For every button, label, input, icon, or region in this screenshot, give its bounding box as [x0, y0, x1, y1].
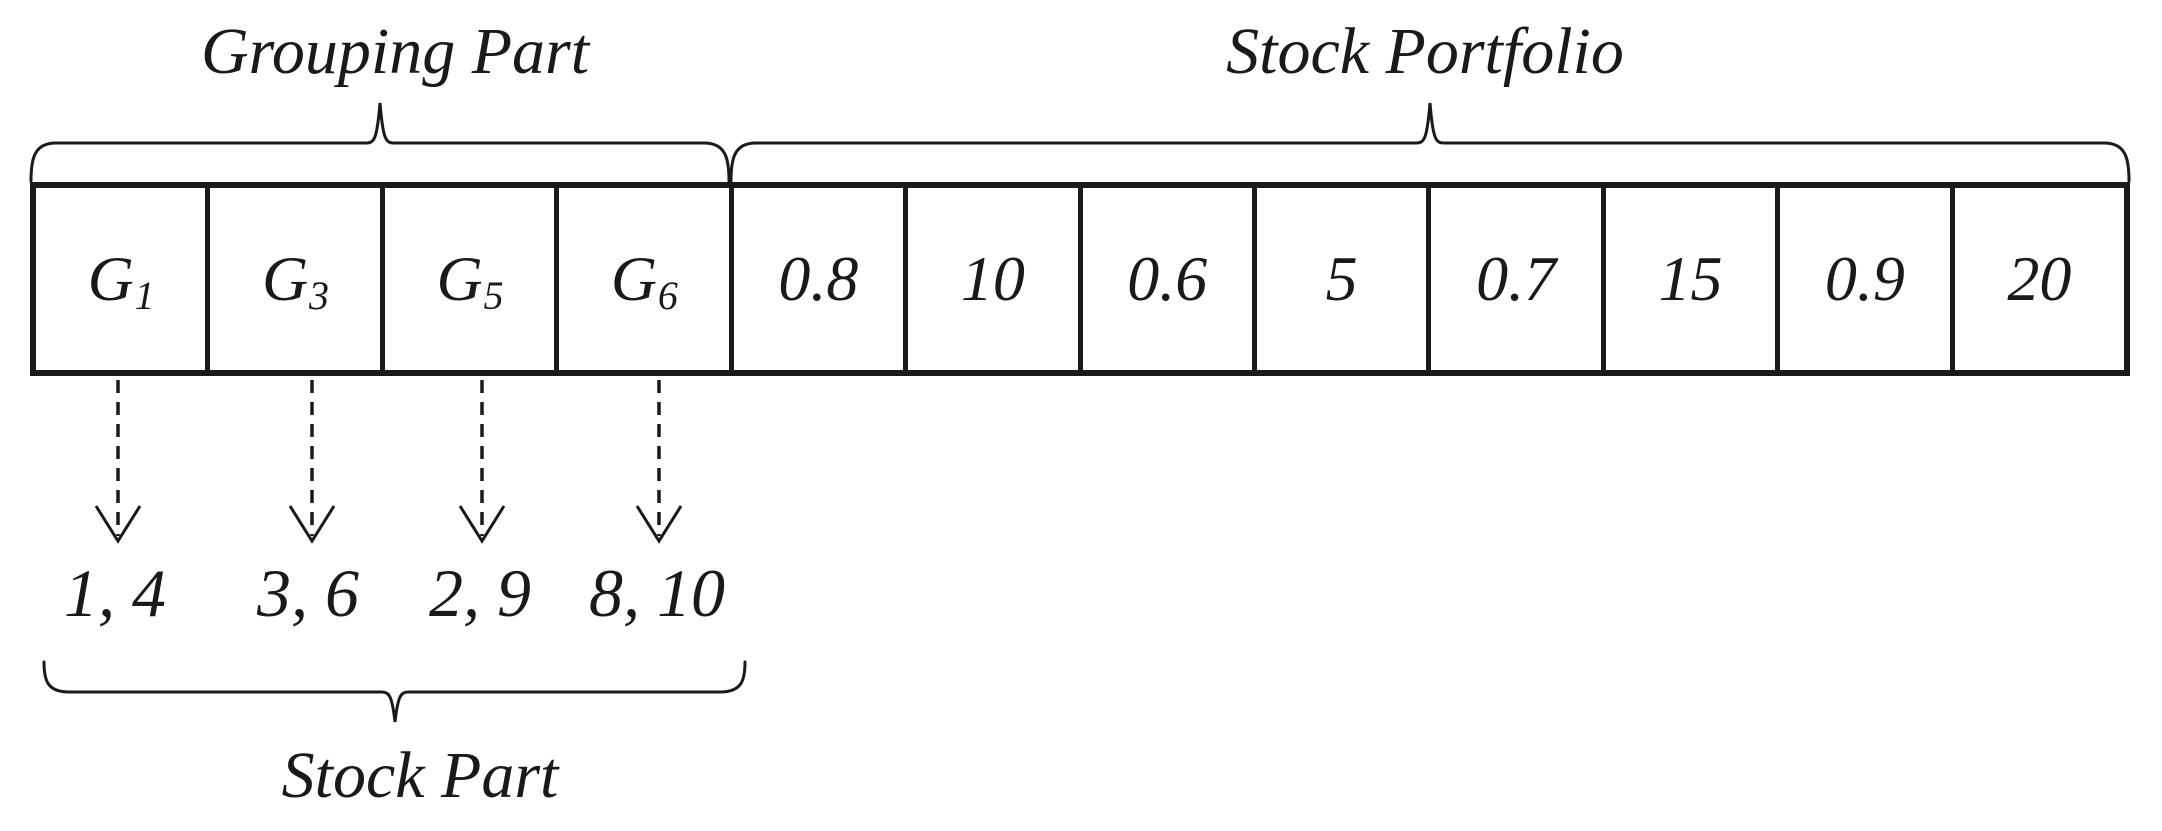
gene-cell-g6: G6 — [559, 188, 734, 370]
chromosome-row: G1 G3 G5 G6 0.8 10 0.6 5 0.7 15 0.9 20 — [30, 182, 2130, 376]
portfolio-value: 10 — [960, 243, 1025, 314]
portfolio-cell-5: 0.7 — [1431, 188, 1606, 370]
portfolio-value: 0.7 — [1476, 243, 1557, 314]
portfolio-cell-2: 10 — [908, 188, 1083, 370]
portfolio-cell-7: 0.9 — [1780, 188, 1955, 370]
stock-part-label: Stock Part — [281, 739, 559, 812]
portfolio-cell-3: 0.6 — [1083, 188, 1257, 370]
stock-portfolio-label: Stock Portfolio — [1226, 15, 1624, 88]
portfolio-value: 0.9 — [1824, 243, 1905, 314]
stock-portfolio-brace — [729, 102, 2131, 183]
stock-list-g6: 8, 10 — [589, 555, 725, 631]
group-gene-label: G3 — [262, 243, 330, 318]
mapping-arrow-g3 — [288, 380, 336, 544]
portfolio-cell-4: 5 — [1257, 188, 1432, 370]
group-gene-label: G1 — [87, 243, 155, 318]
gene-cell-g3: G3 — [210, 188, 385, 370]
portfolio-value: 0.8 — [778, 243, 859, 314]
stock-list-g5: 2, 9 — [429, 555, 531, 631]
portfolio-value: 0.6 — [1127, 243, 1208, 314]
portfolio-cell-1: 0.8 — [734, 188, 909, 370]
mapping-arrow-g1 — [94, 380, 142, 544]
portfolio-value: 5 — [1325, 243, 1358, 314]
grouping-part-brace — [29, 102, 731, 183]
group-gene-label: G5 — [436, 243, 504, 318]
stock-list-g1: 1, 4 — [64, 555, 166, 631]
stock-part-brace — [42, 660, 747, 723]
grouping-part-label: Grouping Part — [200, 15, 590, 88]
portfolio-value: 20 — [2007, 243, 2072, 314]
portfolio-cell-6: 15 — [1606, 188, 1781, 370]
gene-cell-g5: G5 — [385, 188, 560, 370]
portfolio-cell-8: 20 — [1955, 188, 2124, 370]
portfolio-value: 15 — [1658, 243, 1723, 314]
mapping-arrow-g6 — [635, 380, 683, 544]
stock-list-g3: 3, 6 — [257, 555, 359, 631]
mapping-arrow-g5 — [458, 380, 506, 544]
gene-cell-g1: G1 — [36, 188, 211, 370]
group-gene-label: G6 — [610, 243, 678, 318]
